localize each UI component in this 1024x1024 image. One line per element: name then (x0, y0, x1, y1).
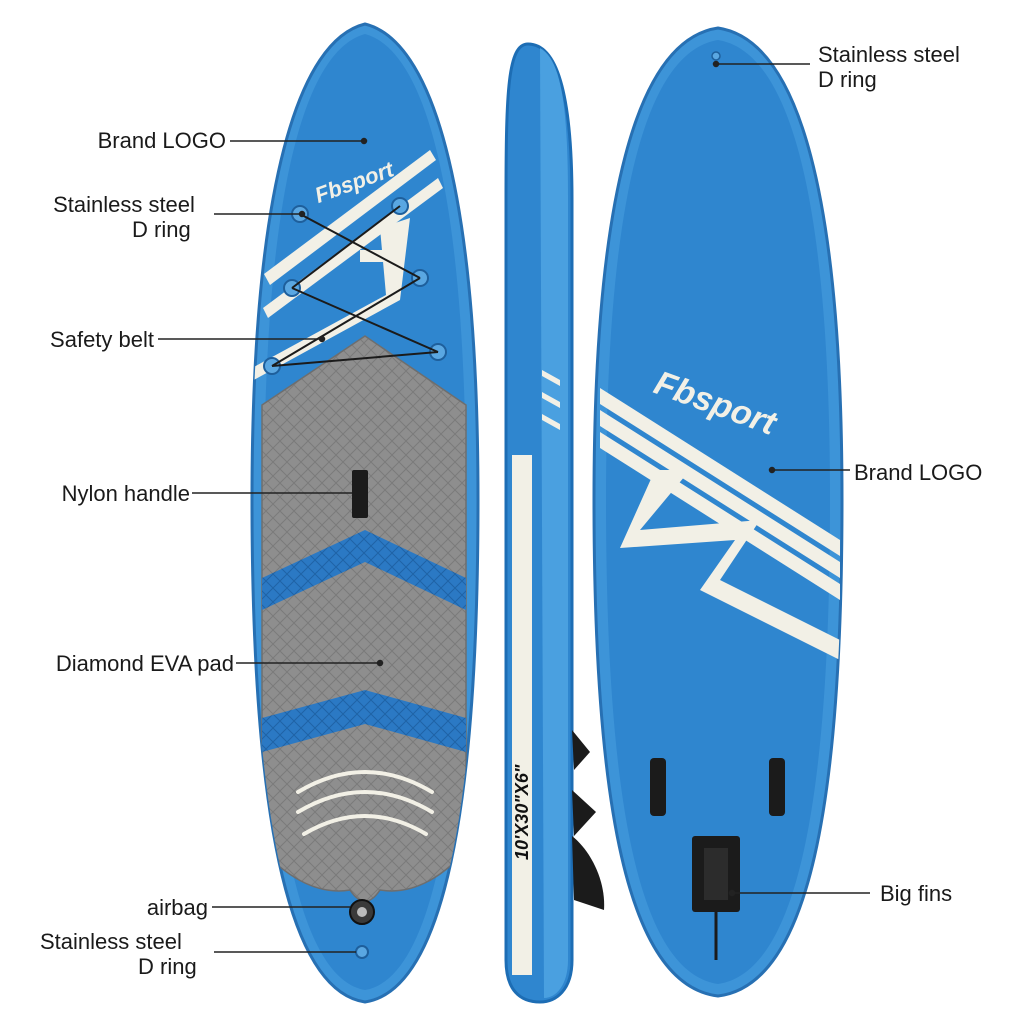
callout-safety-belt: Safety belt (50, 327, 154, 352)
pad-blue-chevron-2 (262, 690, 466, 752)
tail-arcs (296, 770, 434, 836)
callout-diamond-eva-pad: Diamond EVA pad (55, 651, 234, 676)
callout-d-ring-top-left-line2: D ring (132, 217, 191, 242)
side-fin-slot-left (650, 758, 666, 816)
callout-d-ring-bottom-left: Stainless steel D ring (40, 929, 216, 979)
callout-brand-logo-right: Brand LOGO (854, 460, 983, 485)
callout-d-ring-top-right-line1: Stainless steel (818, 42, 960, 67)
side-fin-1 (572, 730, 590, 770)
callout-d-ring-bottom-left-line2: D ring (138, 954, 197, 979)
nylon-handle (352, 470, 368, 518)
callout-d-ring-top-right-line2: D ring (818, 67, 877, 92)
side-fin-2 (572, 790, 596, 836)
side-fin-slot-right (769, 758, 785, 816)
side-size-text: 10'X30"X6" (512, 764, 532, 860)
right-board-stripes (600, 388, 840, 660)
callout-d-ring-top-left-line1: Stainless steel (53, 192, 195, 217)
leader-lines (158, 60, 870, 953)
callout-big-fins: Big fins (880, 881, 953, 906)
callout-d-ring-top-right: Stainless steel D ring (818, 42, 1008, 92)
tail-d-ring (355, 945, 369, 959)
pad-blue-chevron-1 (262, 530, 466, 610)
callout-nylon-handle: Nylon handle (61, 481, 190, 506)
side-chevrons (542, 370, 560, 430)
callout-d-ring-top-left: Stainless steel D ring (36, 192, 212, 242)
safety-belt-cords (271, 205, 439, 367)
right-board-bottom-view: Fbsport (592, 26, 844, 998)
side-fin-big (572, 836, 605, 910)
diamond-eva-pad (261, 335, 467, 902)
side-stripe (512, 455, 532, 975)
nose-d-ring (711, 51, 721, 61)
left-board-top-view: Fbsport (250, 22, 480, 1004)
callout-airbag: airbag (146, 895, 208, 920)
middle-board-side-view: 10'X30"X6" (504, 42, 605, 1004)
callout-d-ring-bottom-left-line1: Stainless steel (40, 929, 182, 954)
callout-brand-logo-left: Brand LOGO (97, 128, 226, 153)
